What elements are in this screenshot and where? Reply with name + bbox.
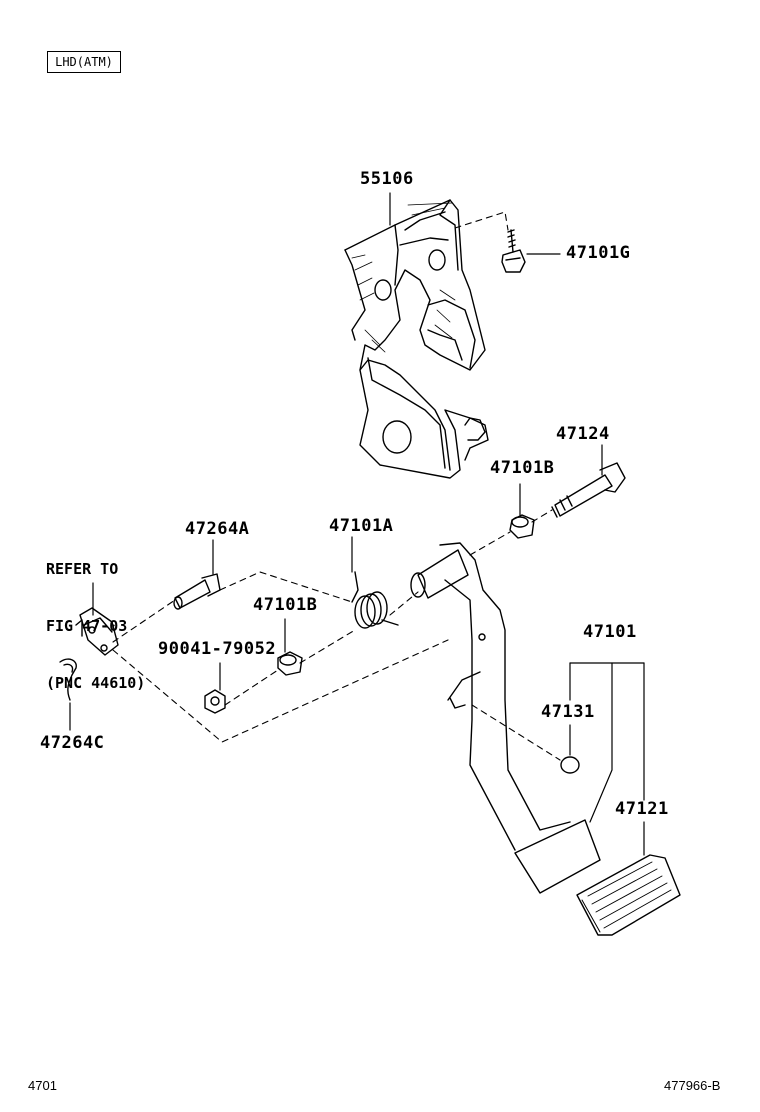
bolt-47101g-drawing [501,229,526,273]
refer-note-line1: REFER TO [46,560,119,578]
label-90041-79052[interactable]: 90041-79052 [158,639,277,659]
label-47101g[interactable]: 47101G [566,243,631,263]
label-47264a[interactable]: 47264A [185,519,250,539]
label-47124[interactable]: 47124 [556,424,610,444]
refer-note: REFER TO FIG 47-03 (PNC 44610) [46,522,145,712]
stopper-drawing [560,756,580,774]
variant-badge: LHD(ATM) [47,51,121,73]
pad-47121-drawing [576,854,681,936]
label-47101[interactable]: 47101 [583,622,637,642]
label-47121[interactable]: 47121 [615,799,669,819]
footer-illustration-id: 477966-B [664,1078,721,1093]
clevis-drawing [75,607,119,656]
spring-47101a-drawing [351,571,399,629]
leader-lines [69,192,645,856]
pin-47264a-drawing [173,573,221,610]
clip-47264c-drawing [59,658,77,701]
bracket-55106-drawing [344,199,489,479]
bushing-upper-drawing [509,514,535,539]
label-47101a[interactable]: 47101A [329,516,394,536]
label-47101b-upper[interactable]: 47101B [490,458,555,478]
pin-47124-drawing [551,462,626,518]
refer-note-line2[interactable]: FIG 47-03 [46,617,128,635]
label-47101b-lower[interactable]: 47101B [253,595,318,615]
alignment-dashes [112,211,561,761]
pedal-drawing [410,542,601,894]
label-47264c[interactable]: 47264C [40,733,105,753]
nut-drawing [204,689,226,714]
label-47131[interactable]: 47131 [541,702,595,722]
label-55106[interactable]: 55106 [360,169,414,189]
footer-figure-number: 4701 [28,1078,57,1093]
refer-note-line3: (PNC 44610) [46,674,146,692]
bushing-lower-drawing [277,651,303,676]
